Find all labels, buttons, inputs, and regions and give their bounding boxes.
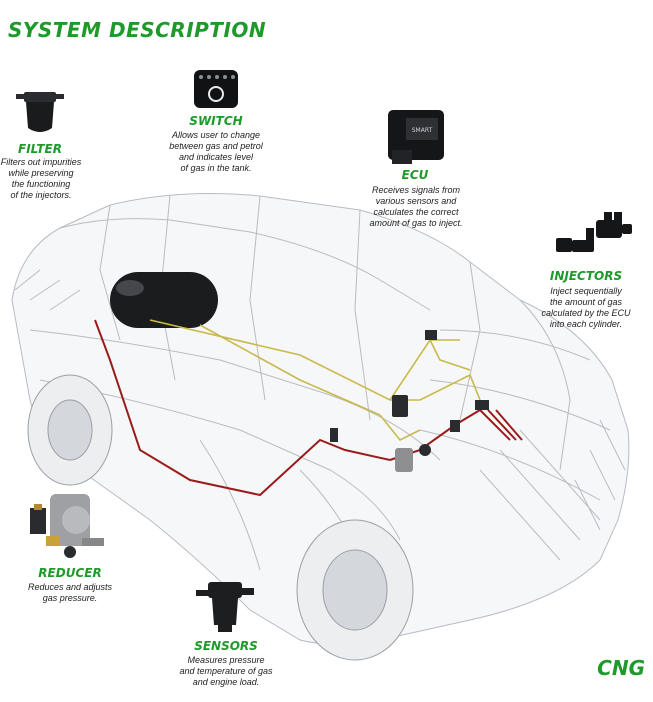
reducer-label: REDUCER xyxy=(38,566,102,580)
filter-icon xyxy=(16,92,64,132)
ecu-description: Receives signals from various sensors an… xyxy=(369,185,463,228)
switch-label: SWITCH xyxy=(189,114,243,128)
page-title: SYSTEM DESCRIPTION xyxy=(8,18,267,42)
ecu-icon: SMART xyxy=(388,110,444,164)
gas-tank xyxy=(110,272,218,328)
injectors-icon xyxy=(556,212,632,252)
reducer-icon xyxy=(30,494,104,558)
filter-description: Filters out impurities while preserving … xyxy=(0,157,82,200)
engine-components xyxy=(330,330,489,472)
sensors-icon xyxy=(196,582,254,632)
injectors-description: Inject sequentially the amount of gas ca… xyxy=(541,286,631,329)
switch-description: Allows user to change between gas and pe… xyxy=(169,130,263,173)
cng-badge: CNG xyxy=(597,656,645,680)
sensors-description: Measures pressure and temperature of gas… xyxy=(179,655,273,687)
switch-icon xyxy=(194,70,238,108)
injectors-label: INJECTORS xyxy=(549,269,623,283)
filter-label: FILTER xyxy=(18,142,62,156)
reducer-description: Reduces and adjusts gas pressure. xyxy=(27,582,113,603)
ecu-label: ECU xyxy=(401,168,429,182)
ecu-device-text: SMART xyxy=(412,127,433,134)
car-wheels xyxy=(27,374,414,661)
sensors-label: SENSORS xyxy=(194,639,258,653)
